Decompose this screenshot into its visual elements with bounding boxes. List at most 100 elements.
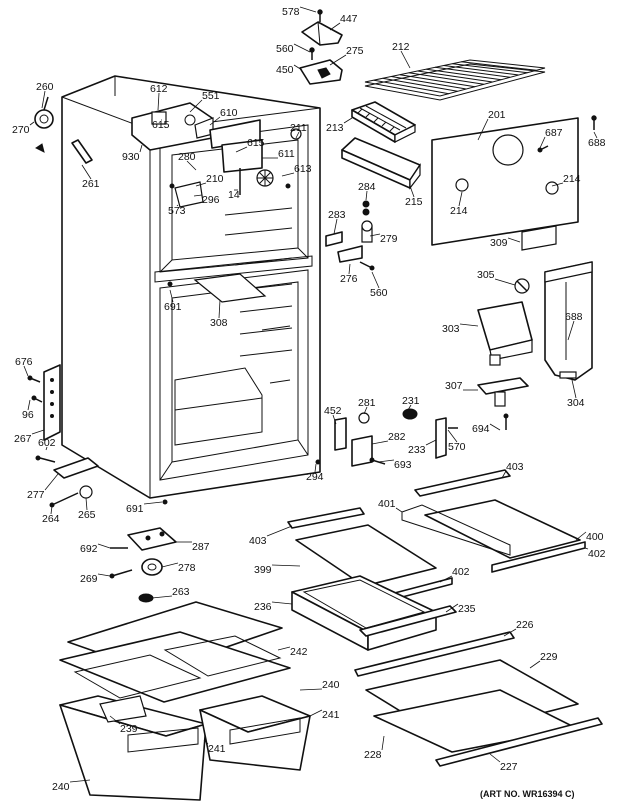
control-housing-303 [477,301,533,366]
part-label-235: 235 [458,603,476,615]
part-label-287: 287 [192,541,210,553]
leader-line [29,121,35,126]
leader-line [109,715,121,725]
screw-264 [49,492,79,508]
part-label-241: 241 [322,709,340,721]
leader-line [571,379,577,399]
leader-line [85,497,88,511]
part-label-688: 688 [565,311,583,323]
drawer-rail-235 [359,605,457,637]
leader-line [44,473,59,491]
part-label-305: 305 [477,269,495,281]
part-label-294: 294 [306,471,324,483]
leader-line [293,43,311,53]
leader-line [395,507,403,513]
part-label-304: 304 [567,397,585,409]
part-label-239: 239 [120,723,138,735]
air-duct-304 [544,261,593,381]
leader-line [23,365,29,377]
part-label-211: 211 [290,122,307,134]
ice-bin-215 [341,137,421,190]
leader-line [189,99,203,113]
leader-line [501,470,507,479]
handle-261 [71,139,93,164]
leader-line [139,144,143,153]
pan-cover-242 [59,601,291,703]
control-housing [131,102,261,151]
screw-578 [317,9,323,22]
drawer-240-left [59,695,207,801]
part-label-615: 615 [152,119,170,131]
leader-line [551,182,564,187]
leader-line [459,323,479,327]
leader-line [365,190,368,201]
leader-line [400,50,411,69]
leader-line [369,233,381,237]
part-label-400: 400 [586,531,604,543]
part-279 [361,220,373,243]
ice-tray-213 [351,101,416,143]
part-label-215: 215 [405,196,423,208]
leader-line [218,299,221,319]
leader-line [409,185,415,198]
leader-line [494,278,516,286]
part-231 [402,408,418,420]
part-label-275: 275 [346,45,364,57]
leader-line [281,172,295,177]
cabinet-body [61,75,321,499]
part-label-280: 280 [178,151,196,163]
part-label-551: 551 [202,90,220,102]
leader-line [371,440,389,445]
screw-294 [315,459,321,465]
bracket-275 [299,59,343,85]
bracket-283 [325,231,343,247]
hinge-strip [43,364,61,441]
leader-line [333,218,338,235]
part-label-611: 611 [278,148,295,160]
leader-line [81,164,92,180]
leader-line [575,531,587,541]
part-label-240: 240 [52,781,70,793]
part-label-283: 283 [328,209,346,221]
bracket-452 [334,417,347,451]
leader-line [143,501,163,505]
part-label-450: 450 [276,64,294,76]
part-label-692: 692 [80,543,98,555]
screw-676 [27,375,41,383]
part-label-261: 261 [82,178,100,190]
roller-278 [141,558,163,576]
leader-line [567,320,575,341]
part-label-264: 264 [42,513,60,525]
leader-line [447,429,458,443]
part-label-212: 212 [392,41,410,53]
leader-line [348,263,351,275]
part-447 [301,21,343,46]
part-label-402: 402 [588,548,606,560]
roller-265 [79,485,93,499]
shelf-frame-403-top [414,469,511,497]
part-label-615: 615 [247,137,265,149]
part-label-403: 403 [506,461,524,473]
foot-263 [138,593,154,603]
leader-line [425,439,437,446]
part-label-277: 277 [27,489,45,501]
part-label-687: 687 [545,127,563,139]
leader-line [203,739,209,745]
leader-line [329,54,347,66]
part-label-399: 399 [254,564,272,576]
part-label-270: 270 [12,124,30,136]
part-label-281: 281 [358,397,376,409]
part-label-560: 560 [276,43,294,55]
art-number: (ART NO. WR16394 C) [480,789,575,799]
part-label-240: 240 [322,679,340,691]
knob-305 [514,278,530,294]
leader-line [176,204,179,207]
leader-line [97,543,111,549]
part-281 [358,412,370,424]
bracket-277 [53,457,99,479]
part-label-227: 227 [500,761,518,773]
bracket-282 [351,435,373,467]
part-label-228: 228 [364,749,382,761]
leader-line [186,160,197,171]
